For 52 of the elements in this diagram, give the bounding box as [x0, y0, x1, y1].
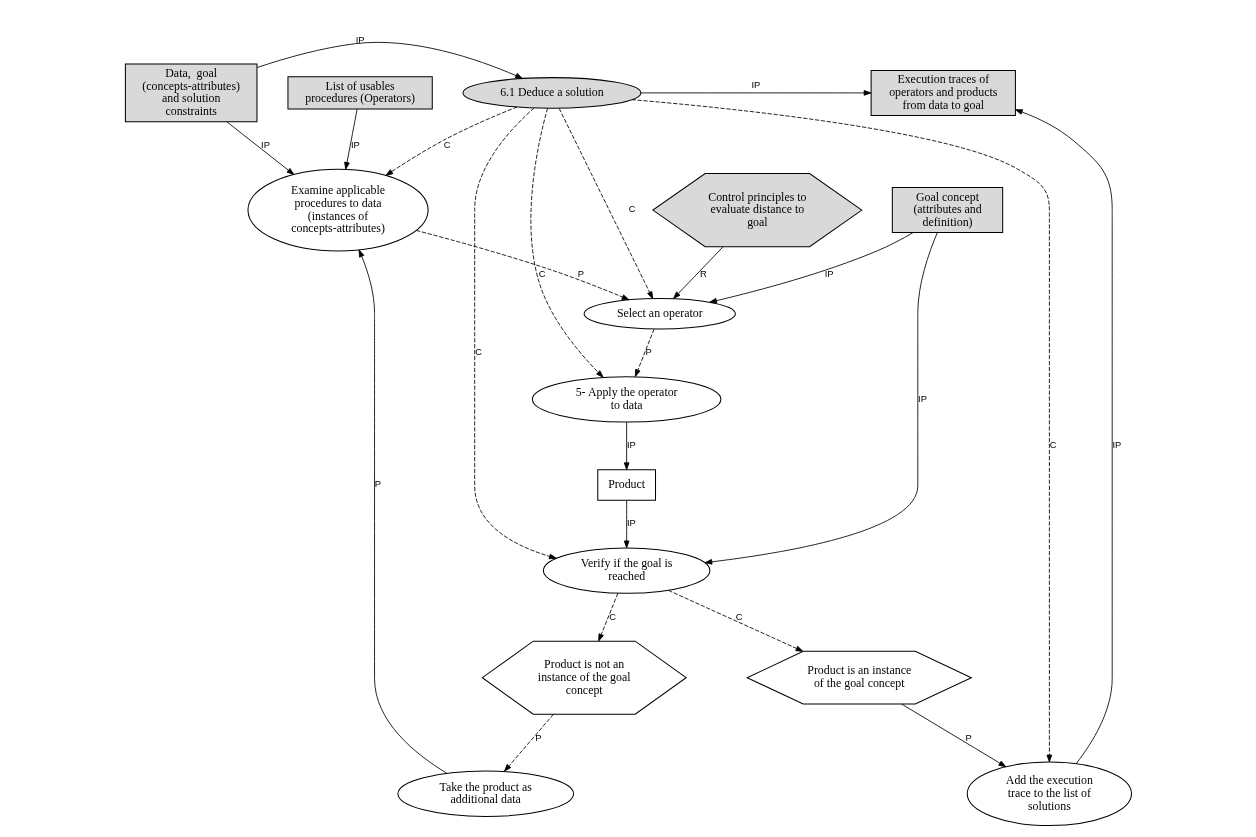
arrow: [473, 107, 557, 560]
arrow: [358, 249, 447, 774]
node-ellipse: 6.1 Deduce a solution: [462, 77, 641, 109]
node-box: List of usables procedures (Operators): [286, 76, 433, 110]
arrow: [640, 90, 871, 96]
arrow: [256, 42, 523, 79]
edge-label: IP: [355, 34, 365, 45]
arrow: [343, 108, 358, 170]
edge-label: P: [577, 269, 584, 280]
edge-label: C: [474, 347, 482, 358]
arrow: [708, 232, 913, 304]
edge-label: C: [538, 269, 546, 280]
arrow: [623, 500, 629, 549]
node-box: Goal concept (attributes and definition): [891, 187, 1003, 234]
arrow: [634, 328, 654, 377]
arrow: [623, 421, 629, 471]
arrow: [385, 106, 517, 176]
edge-label: IP: [626, 440, 636, 451]
edge-label: IP: [917, 393, 927, 404]
arrow: [704, 232, 938, 565]
edge-label: IP: [1111, 440, 1121, 451]
arrow: [597, 592, 618, 642]
edge-label: C: [628, 204, 636, 215]
edge-label: IP: [260, 139, 270, 150]
edge-label: C: [1049, 440, 1057, 451]
arrow: [503, 714, 554, 772]
edge-label: IP: [626, 518, 636, 529]
arrow: [558, 108, 653, 299]
node-box: Data, goal (concepts-attributes) and solution constraints: [124, 63, 257, 123]
edge-label: P: [534, 732, 541, 743]
arrow: [667, 590, 803, 652]
edge-label: P: [965, 732, 972, 743]
edge-label: IP: [824, 269, 834, 280]
edge-label: C: [608, 611, 616, 622]
arrow: [530, 107, 603, 378]
arrow: [630, 99, 1052, 763]
edge-label: IP: [751, 79, 760, 90]
node-ellipse: 5- Apply the operator to data: [531, 376, 721, 423]
edge-label: IP: [350, 139, 360, 150]
arrow: [672, 246, 723, 299]
edge-label: P: [374, 479, 381, 490]
node-box: Execution traces of operators and products from data to goal: [870, 69, 1016, 116]
node-ellipse: Take the product as additional data: [396, 770, 574, 817]
edge-label: R: [699, 269, 707, 280]
arrow: [415, 230, 629, 301]
arrow: [226, 121, 294, 175]
node-box: Product: [596, 469, 656, 501]
edge-label: C: [443, 139, 450, 150]
arrow: [900, 703, 1006, 768]
arrow: [1014, 109, 1113, 764]
edge-label: P: [645, 347, 652, 358]
edge-label: C: [735, 611, 742, 622]
